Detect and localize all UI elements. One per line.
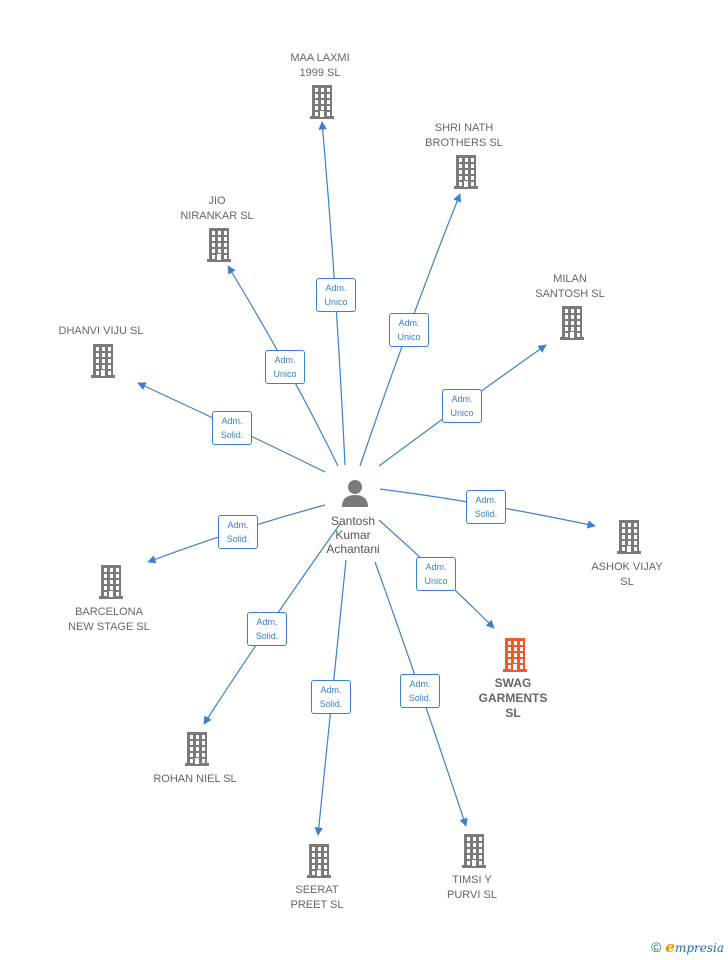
- center-person-name[interactable]: Santosh Kumar Achantani: [326, 514, 380, 556]
- relation-badge[interactable]: Adm. Solid.: [466, 490, 506, 524]
- brand-logo-initial: e: [665, 938, 675, 956]
- relation-badge[interactable]: Adm. Unico: [442, 389, 482, 423]
- company-name-milan[interactable]: MILAN SANTOSH SL: [535, 273, 605, 300]
- company-name-seerat[interactable]: SEERAT PREET SL: [290, 884, 344, 911]
- copyright-icon: ©: [651, 939, 662, 955]
- relation-badge[interactable]: Adm. Unico: [416, 557, 456, 591]
- person-icon: [342, 480, 368, 507]
- relation-badge[interactable]: Adm. Solid.: [400, 674, 440, 708]
- brand-logo-text: mpresia: [674, 941, 724, 955]
- building-icon[interactable]: [99, 565, 123, 599]
- relation-badge[interactable]: Adm. Solid.: [218, 515, 258, 549]
- building-icon[interactable]: [560, 306, 584, 340]
- relation-badge[interactable]: Adm. Unico: [265, 350, 305, 384]
- relation-badge[interactable]: Adm. Unico: [389, 313, 429, 347]
- building-icon[interactable]: [617, 520, 641, 554]
- building-icon[interactable]: [91, 344, 115, 378]
- building-icon[interactable]: [454, 155, 478, 189]
- building-icon[interactable]: [307, 844, 331, 878]
- company-name-timsi[interactable]: TIMSI Y PURVI SL: [447, 874, 497, 901]
- building-icon[interactable]: [185, 732, 209, 766]
- company-name-maa[interactable]: MAA LAXMI 1999 SL: [290, 52, 350, 79]
- company-name-ashok[interactable]: ASHOK VIJAY SL: [591, 561, 663, 588]
- relation-badge[interactable]: Adm. Solid.: [311, 680, 351, 714]
- building-icon[interactable]: [310, 85, 334, 119]
- building-icon[interactable]: [462, 834, 486, 868]
- footer-brand: ©empresia: [651, 938, 724, 956]
- relation-badge[interactable]: Adm. Unico: [316, 278, 356, 312]
- company-name-rohan[interactable]: ROHAN NIEL SL: [153, 773, 237, 785]
- company-name-jio[interactable]: JIO NIRANKAR SL: [180, 195, 254, 222]
- building-icon[interactable]: [503, 638, 527, 672]
- building-icon[interactable]: [207, 228, 231, 262]
- company-name-swag[interactable]: SWAG GARMENTS SL: [478, 676, 548, 720]
- company-name-shri[interactable]: SHRI NATH BROTHERS SL: [425, 122, 503, 149]
- relation-badge[interactable]: Adm. Solid.: [247, 612, 287, 646]
- company-name-barcelona[interactable]: BARCELONA NEW STAGE SL: [68, 606, 150, 633]
- relation-badge[interactable]: Adm. Solid.: [212, 411, 252, 445]
- company-name-dhanvi[interactable]: DHANVI VIJU SL: [58, 325, 144, 337]
